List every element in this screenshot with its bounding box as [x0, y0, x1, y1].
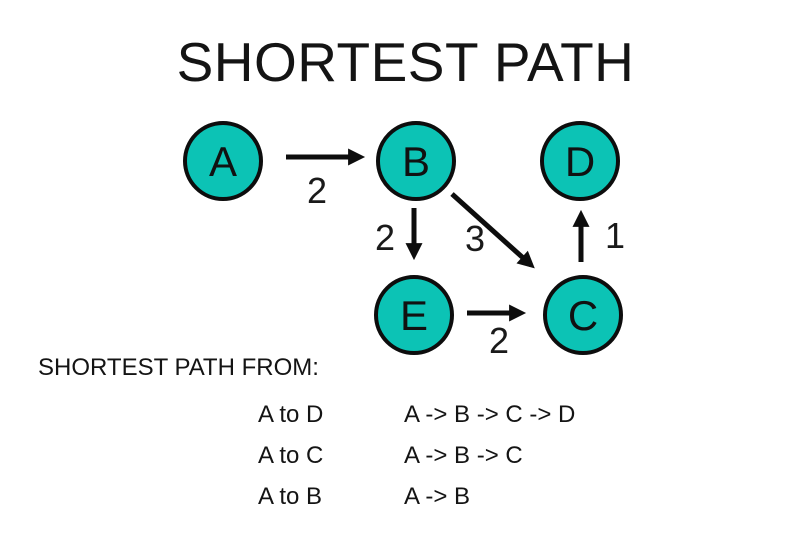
edge-b-to-c: 3: [450, 192, 535, 269]
node-c-label: C: [568, 292, 598, 339]
result-row-a-to-c: A to C A -> B -> C: [258, 435, 575, 476]
result-query: A to C: [258, 441, 324, 469]
edge-weight-a-b: 2: [307, 170, 327, 211]
result-query: A to B: [258, 482, 323, 510]
node-e-circle: [374, 275, 454, 355]
node-e: E: [374, 275, 454, 355]
node-d-circle: [540, 121, 620, 201]
results-heading: SHORTEST PATH FROM:: [38, 354, 319, 381]
result-path: A -> B: [404, 482, 471, 510]
edge-weight-e-c: 2: [489, 320, 509, 361]
edge-b-to-e: 2: [375, 208, 423, 261]
node-a-label: A: [209, 138, 237, 185]
node-b: B: [376, 121, 456, 201]
node-d-label: D: [565, 138, 595, 185]
edge-c-to-d: 1: [572, 209, 625, 262]
edge-e-to-c: 2: [467, 304, 527, 361]
edge-weight-b-e: 2: [375, 217, 395, 258]
results-list: A to D A -> B -> C -> D A to C A -> B ->…: [258, 394, 575, 517]
edge-a-to-b: 2: [286, 148, 366, 211]
result-row-a-to-b: A to B A -> B: [258, 476, 575, 517]
result-path: A -> B -> C: [404, 441, 523, 469]
edge-weight-b-c: 3: [465, 218, 485, 259]
node-b-circle: [376, 121, 456, 201]
node-b-label: B: [402, 138, 430, 185]
result-path: A -> B -> C -> D: [404, 400, 576, 428]
edge-weight-c-d: 1: [605, 215, 625, 256]
node-a-circle: [183, 121, 263, 201]
page-title: SHORTEST PATH: [176, 31, 635, 93]
node-a: A: [183, 121, 263, 201]
node-c: C: [543, 275, 623, 355]
node-e-label: E: [400, 292, 428, 339]
result-query: A to D: [258, 400, 324, 428]
node-c-circle: [543, 275, 623, 355]
result-row-a-to-d: A to D A -> B -> C -> D: [258, 394, 575, 435]
node-d: D: [540, 121, 620, 201]
edge-arrow-b-c: [450, 192, 535, 269]
